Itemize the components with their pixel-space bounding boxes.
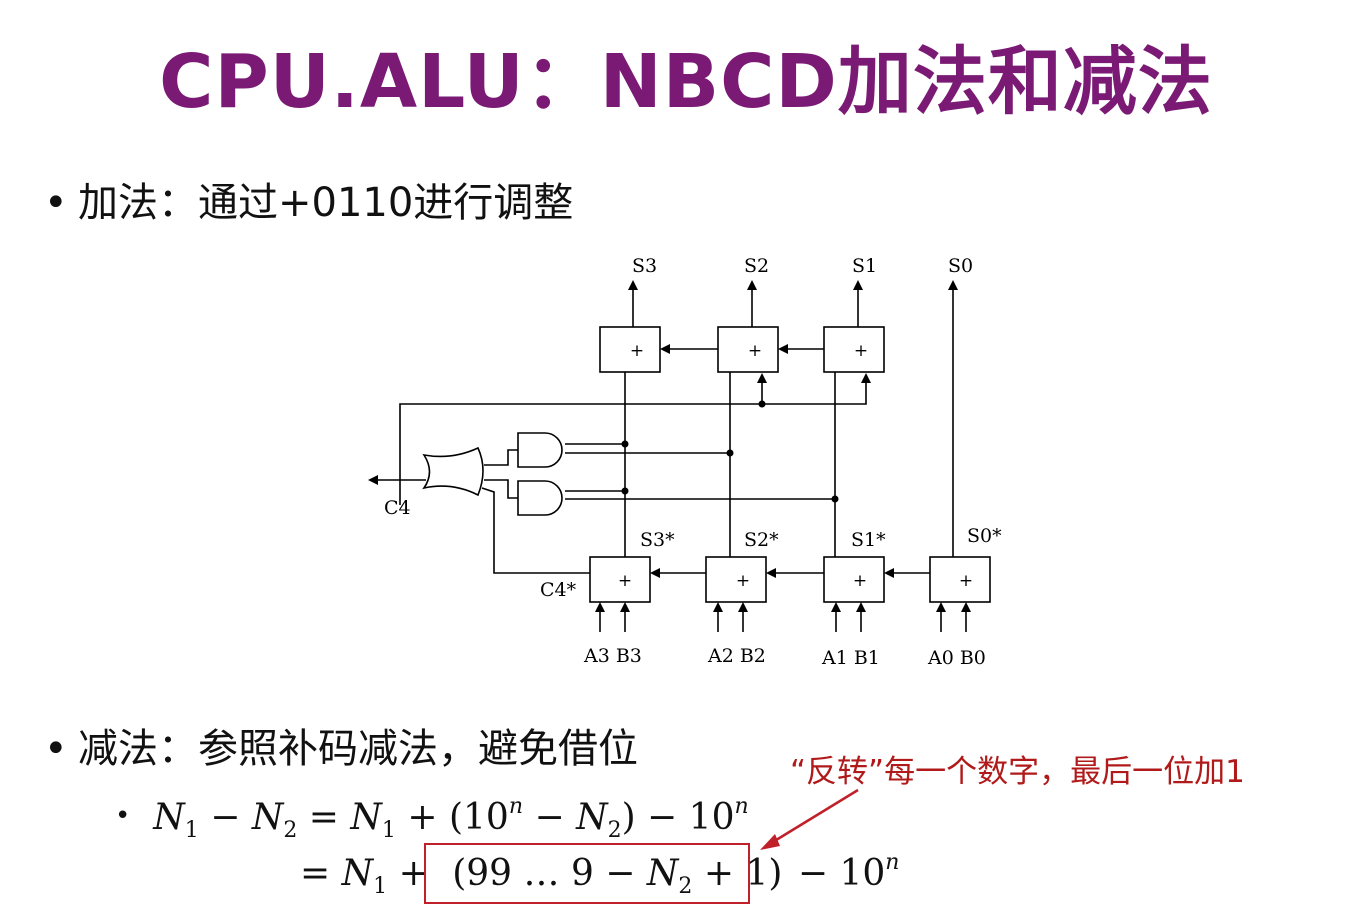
superscript: n: [734, 794, 749, 819]
bottom-adder-2: [705, 556, 767, 603]
term: − 10: [797, 853, 886, 894]
superscript: n: [508, 794, 523, 819]
superscript: n: [885, 850, 900, 875]
adder-plus: +: [748, 341, 762, 361]
page-title: CPU.ALU：NBCD加法和减法: [159, 39, 1213, 125]
adder-plus: +: [736, 571, 750, 591]
boxed-term: (99 … 9 −: [452, 853, 647, 894]
var-n: N: [350, 797, 382, 838]
bullet-addition: •加法：通过+0110进行调整: [44, 170, 573, 228]
subscript: 2: [607, 818, 622, 843]
label-s3-star: S3*: [640, 529, 675, 551]
sub-bullet-dot: •: [115, 801, 131, 831]
var-n: N: [646, 853, 679, 894]
annotation-arrowhead: [760, 834, 780, 850]
var-n: N: [251, 797, 284, 838]
label-in-1: A1 B1: [821, 647, 880, 669]
subscript: 1: [373, 874, 388, 899]
bottom-adder-0: [929, 556, 991, 603]
bottom-adder-1: [823, 556, 885, 603]
adder-plus: +: [618, 571, 632, 591]
addition-text: 加法：通过+0110进行调整: [78, 180, 574, 226]
label-c4-star: C4*: [540, 579, 577, 601]
operator: =: [308, 797, 339, 838]
highlight-box: [424, 843, 750, 904]
var-n: N: [153, 797, 185, 838]
var-n: N: [576, 797, 608, 838]
label-s3: S3: [632, 255, 657, 277]
label-s1: S1: [852, 255, 877, 277]
operator: +: [398, 853, 429, 894]
bullet-dot: •: [44, 180, 68, 226]
operator: −: [534, 797, 565, 838]
subscript: 2: [678, 874, 693, 899]
subscript: 2: [283, 818, 298, 843]
annotation-text: “反转”每一个数字，最后一位加1: [790, 754, 1245, 790]
adder-plus: +: [854, 341, 868, 361]
var-n: N: [341, 853, 374, 894]
bullet-subtraction: •减法：参照补码减法，避免借位: [44, 716, 638, 774]
label-s1-star: S1*: [851, 529, 886, 551]
adder-plus: +: [959, 571, 973, 591]
subscript: 1: [381, 818, 396, 843]
label-in-3: A3 B3: [583, 645, 642, 667]
operator: =: [300, 853, 331, 894]
label-in-0: A0 B0: [927, 647, 986, 669]
term: ) − 10: [621, 797, 735, 838]
adder-plus: +: [630, 341, 644, 361]
term: + (10: [407, 797, 509, 838]
annotation-arrow: [767, 788, 859, 847]
formula-line-2: = N1 + (99 … 9 − N2 + 1) − 10n: [300, 850, 899, 899]
subtraction-text: 减法：参照补码减法，避免借位: [78, 726, 638, 772]
label-s0: S0: [948, 255, 973, 277]
label-s2: S2: [744, 255, 769, 277]
subscript: 1: [184, 818, 199, 843]
label-s2-star: S2*: [744, 529, 779, 551]
label-c4: C4: [384, 497, 411, 519]
bullet-dot: •: [44, 726, 68, 772]
label-in-2: A2 B2: [707, 645, 766, 667]
formula-line-1: • N1 − N2 = N1 + (10n − N2) − 10n: [115, 794, 749, 843]
operator: −: [210, 797, 241, 838]
boxed-term: + 1): [692, 853, 783, 894]
adder-plus: +: [853, 571, 867, 591]
label-s0-star: S0*: [967, 525, 1002, 547]
